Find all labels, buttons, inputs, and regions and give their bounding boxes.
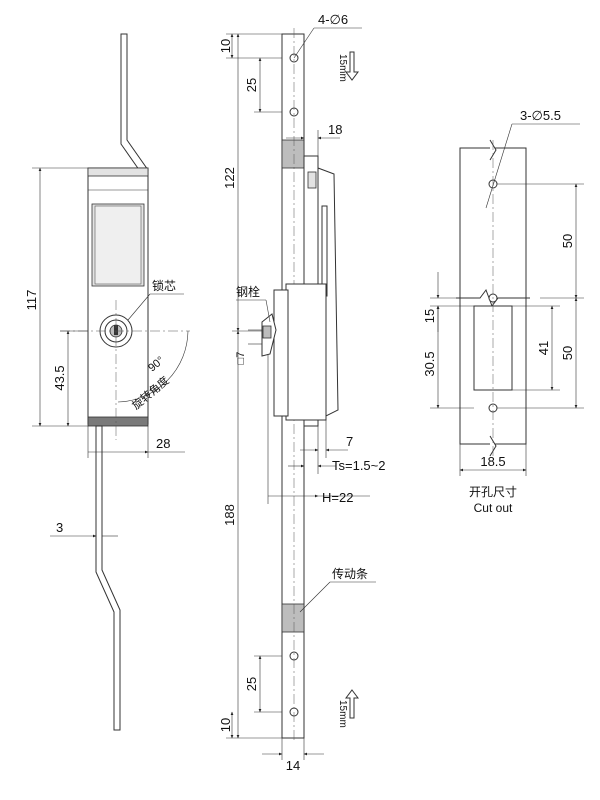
dim-122: 122 xyxy=(222,167,237,189)
label-lock-core: 锁芯 xyxy=(152,278,176,293)
side-handle xyxy=(285,283,327,421)
dim-ts: Ts=1.5~2 xyxy=(332,458,386,473)
arrow-down-icon xyxy=(345,51,359,81)
dim-10-bottom: 10 xyxy=(218,718,233,732)
front-view: 117 43.5 28 3 锁芯 90° 旋转角度 xyxy=(24,33,190,731)
dim-43-5: 43.5 xyxy=(52,365,67,390)
dim-h22: H=22 xyxy=(322,490,353,505)
dim-28: 28 xyxy=(156,436,170,451)
dim-50-top: 50 xyxy=(560,234,575,248)
dim-188: 188 xyxy=(222,504,237,526)
plate-grey-band-top xyxy=(281,139,305,169)
rotation-arc xyxy=(117,330,189,403)
label-holes-6: 4-∅6 xyxy=(318,12,348,27)
dim-14: 14 xyxy=(286,758,300,773)
dim-30-5: 30.5 xyxy=(422,351,437,376)
label-travel-bottom: 15mm xyxy=(337,700,348,728)
lower-rod xyxy=(95,425,121,731)
dim-50-bottom: 50 xyxy=(560,346,575,360)
upper-rod xyxy=(120,33,149,175)
dim-25-bottom: 25 xyxy=(244,677,259,691)
dim-3: 3 xyxy=(56,520,63,535)
label-square-7: □7 xyxy=(235,352,247,365)
label-transmission-bar: 传动条 xyxy=(332,566,368,581)
label-travel-top: 15mm xyxy=(337,54,348,82)
dim-25-top: 25 xyxy=(244,78,259,92)
dim-41: 41 xyxy=(536,341,551,355)
arrow-up-icon xyxy=(345,689,359,719)
label-cutout-en: Cut out xyxy=(474,501,513,515)
dim-7: 7 xyxy=(346,434,353,449)
body-top-cap xyxy=(87,167,149,177)
dim-18-5: 18.5 xyxy=(480,454,505,469)
label-holes-5-5: 3-∅5.5 xyxy=(520,108,561,123)
side-view: 10 25 122 188 25 10 14 18 xyxy=(218,12,386,773)
label-cutout-cn: 开孔尺寸 xyxy=(469,485,517,499)
dim-10-top: 10 xyxy=(218,39,233,53)
dim-18: 18 xyxy=(328,122,342,137)
dim-117: 117 xyxy=(24,290,39,311)
dim-15: 15 xyxy=(422,309,437,323)
label-steel-bolt: 钢栓 xyxy=(236,284,260,299)
label-90-deg: 90° xyxy=(146,354,166,374)
cutout-view: 3-∅5.5 50 50 41 15 30.5 18.5 开孔尺寸 Cut ou… xyxy=(422,108,584,515)
body-base xyxy=(87,416,149,427)
plate-grey-band-bottom xyxy=(281,603,305,633)
